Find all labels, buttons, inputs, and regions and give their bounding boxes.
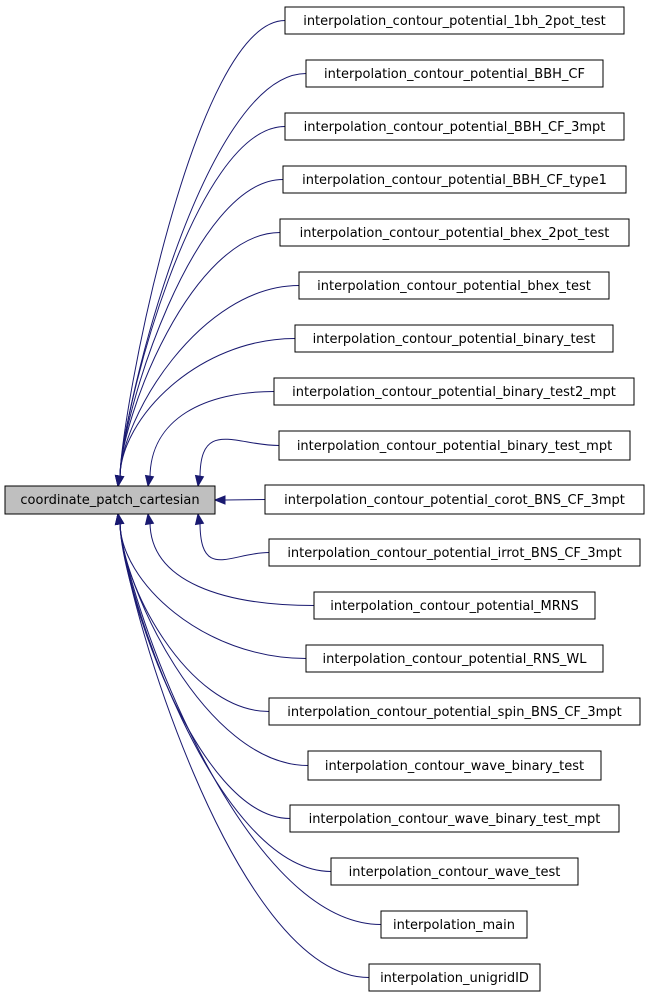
root-node[interactable]: coordinate_patch_cartesian: [4, 485, 216, 515]
caller-node-label: interpolation_contour_wave_binary_test: [325, 759, 584, 774]
caller-node[interactable]: interpolation_contour_wave_binary_test_m…: [289, 804, 620, 833]
caller-node-label: interpolation_unigridID: [380, 971, 529, 986]
caller-node[interactable]: interpolation_contour_potential_binary_t…: [294, 324, 614, 353]
caller-node-label: interpolation_main: [393, 918, 515, 933]
caller-node-box: [268, 697, 641, 726]
call-edge: [224, 499, 266, 501]
caller-node-label: interpolation_contour_potential_irrot_BN…: [287, 546, 621, 561]
arrowhead: [213, 495, 226, 505]
caller-node-box: [368, 963, 541, 992]
caller-nodes-layer: interpolation_contour_potential_1bh_2pot…: [264, 6, 645, 992]
call-edge: [199, 438, 280, 479]
caller-node-box: [264, 484, 645, 515]
caller-node-label: interpolation_contour_potential_RNS_WL: [323, 652, 588, 667]
caller-node-box: [298, 271, 610, 300]
arrowhead: [144, 512, 155, 526]
call-edge: [119, 338, 296, 479]
call-edge: [119, 126, 286, 479]
caller-node[interactable]: interpolation_contour_potential_binary_t…: [278, 430, 631, 461]
caller-node-box: [294, 324, 614, 353]
caller-node-label: interpolation_contour_potential_bhex_2po…: [300, 226, 610, 241]
caller-node-label: interpolation_contour_potential_spin_BNS…: [287, 705, 621, 720]
caller-node[interactable]: interpolation_contour_potential_bhex_2po…: [279, 218, 630, 247]
caller-node-label: interpolation_contour_wave_binary_test_m…: [309, 812, 601, 827]
caller-node[interactable]: interpolation_contour_potential_MRNS: [313, 591, 596, 620]
caller-node-box: [273, 377, 635, 406]
caller-node-box: [279, 218, 630, 247]
caller-node-label: interpolation_contour_potential_BBH_CF_t…: [302, 173, 607, 188]
caller-node-label: interpolation_contour_potential_BBH_CF_3…: [304, 120, 606, 135]
arrowhead: [144, 474, 155, 488]
arrowhead: [194, 474, 205, 488]
caller-node-label: interpolation_contour_potential_binary_t…: [297, 439, 612, 454]
caller-node-box: [307, 750, 602, 781]
caller-node[interactable]: interpolation_contour_potential_BBH_CF_3…: [284, 112, 625, 141]
caller-node[interactable]: interpolation_contour_wave_test: [330, 857, 579, 886]
caller-node[interactable]: interpolation_contour_potential_1bh_2pot…: [284, 6, 625, 35]
call-edge: [199, 521, 270, 561]
arrowhead: [114, 474, 125, 488]
caller-node-label: interpolation_contour_potential_bhex_tes…: [317, 279, 591, 294]
edges-layer: [114, 20, 382, 978]
caller-node[interactable]: interpolation_unigridID: [368, 963, 541, 992]
caller-node[interactable]: interpolation_contour_potential_BBH_CF_t…: [282, 165, 627, 194]
caller-node[interactable]: interpolation_contour_wave_binary_test: [307, 750, 602, 781]
caller-node-box: [305, 59, 604, 88]
caller-node-label: interpolation_contour_potential_BBH_CF: [324, 67, 585, 82]
caller-node-box: [268, 538, 641, 567]
caller-node[interactable]: interpolation_contour_potential_bhex_tes…: [298, 271, 610, 300]
call-edge: [119, 73, 307, 479]
call-edge: [119, 521, 291, 819]
caller-node-box: [278, 430, 631, 461]
call-edge: [119, 521, 382, 925]
caller-node-label: interpolation_contour_potential_binary_t…: [313, 332, 596, 347]
arrowhead: [114, 512, 125, 526]
root-node-label: coordinate_patch_cartesian: [20, 493, 199, 508]
caller-node-box: [289, 804, 620, 833]
root-node-box: [4, 485, 216, 515]
caller-node-label: interpolation_contour_potential_corot_BN…: [284, 493, 625, 508]
caller-node[interactable]: interpolation_contour_potential_corot_BN…: [264, 484, 645, 515]
call-edge: [119, 521, 307, 659]
call-edge: [149, 521, 315, 606]
call-edge: [119, 232, 281, 479]
call-edge: [119, 20, 286, 479]
caller-node[interactable]: interpolation_contour_potential_binary_t…: [273, 377, 635, 406]
caller-node-box: [284, 6, 625, 35]
caller-node-box: [330, 857, 579, 886]
caller-node-label: interpolation_contour_potential_binary_t…: [292, 385, 616, 400]
caller-node-label: interpolation_contour_potential_1bh_2pot…: [303, 14, 606, 29]
caller-node[interactable]: interpolation_contour_potential_RNS_WL: [305, 644, 604, 673]
caller-node-box: [282, 165, 627, 194]
caller-node-box: [380, 910, 528, 939]
call-edge: [119, 521, 370, 978]
arrowhead: [194, 512, 205, 526]
caller-node-label: interpolation_contour_wave_test: [349, 865, 561, 880]
caller-node[interactable]: interpolation_contour_potential_irrot_BN…: [268, 538, 641, 567]
caller-node[interactable]: interpolation_contour_potential_spin_BNS…: [268, 697, 641, 726]
caller-node-box: [305, 644, 604, 673]
caller-node[interactable]: interpolation_contour_potential_BBH_CF: [305, 59, 604, 88]
caller-node-label: interpolation_contour_potential_MRNS: [330, 599, 579, 614]
caller-node[interactable]: interpolation_main: [380, 910, 528, 939]
caller-node-box: [313, 591, 596, 620]
call-edge: [149, 391, 275, 479]
caller-node-box: [284, 112, 625, 141]
